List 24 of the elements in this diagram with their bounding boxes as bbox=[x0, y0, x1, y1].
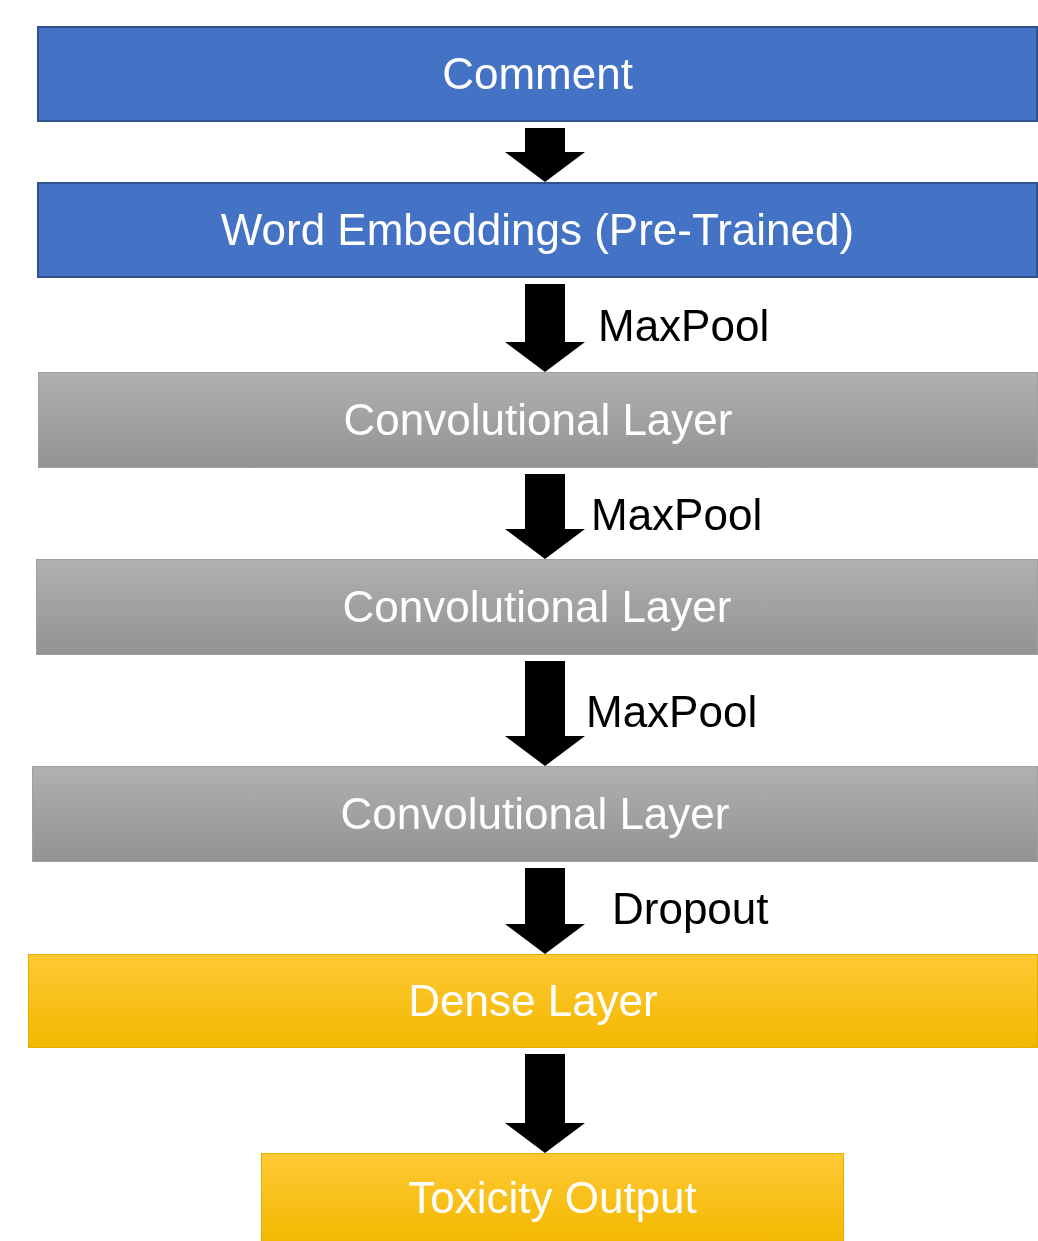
layer-box bbox=[32, 766, 1038, 862]
edge-label: MaxPool bbox=[598, 301, 770, 351]
box-label: Dense Layer bbox=[408, 976, 658, 1026]
edge-label: MaxPool bbox=[591, 489, 763, 540]
block-arrow bbox=[505, 661, 585, 766]
block-arrow bbox=[505, 284, 585, 372]
box-label: Comment bbox=[442, 49, 633, 99]
box-label: Toxicity Output bbox=[408, 1173, 697, 1223]
layer-box bbox=[28, 954, 1038, 1048]
block-arrow bbox=[505, 128, 585, 182]
layer-box bbox=[38, 372, 1038, 468]
layer-box bbox=[37, 182, 1038, 278]
block-arrow bbox=[505, 474, 585, 559]
block-arrow bbox=[505, 868, 585, 954]
box-label: Convolutional Layer bbox=[342, 582, 732, 632]
block-arrow bbox=[505, 1054, 585, 1153]
box-label: Convolutional Layer bbox=[340, 789, 730, 839]
layer-box bbox=[36, 559, 1038, 655]
edge-label: MaxPool bbox=[586, 686, 758, 737]
box-label: Word Embeddings (Pre-Trained) bbox=[220, 205, 855, 255]
layer-box bbox=[37, 26, 1038, 122]
box-label: Convolutional Layer bbox=[343, 395, 733, 445]
layer-box bbox=[261, 1153, 844, 1241]
edge-label: Dropout bbox=[612, 884, 769, 934]
